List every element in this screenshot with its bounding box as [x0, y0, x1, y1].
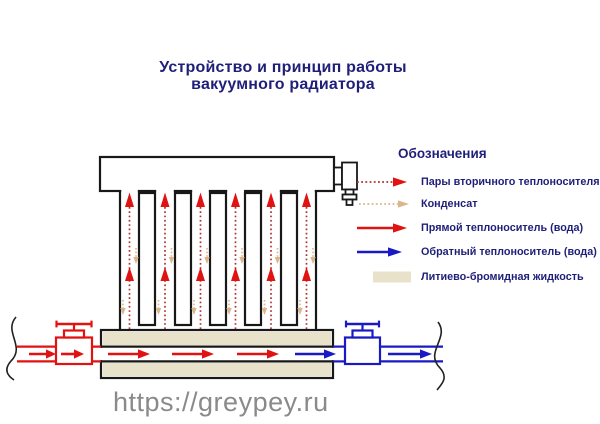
- radiator-fins: [137, 191, 299, 327]
- pipe-break-line-right: [433, 321, 445, 391]
- dotted-red-arrow-icon: [355, 174, 413, 190]
- legend-item-lithium-bromide: Литиево-бромидная жидкость: [355, 269, 584, 285]
- pipe-break-line-left: [6, 316, 17, 381]
- vapor-channel: [155, 192, 175, 329]
- vacuum-fitting: [333, 161, 358, 206]
- legend-item-supply-water: Прямой теплоноситель (вода): [355, 220, 583, 236]
- legend-item-condensate: Конденсат: [355, 196, 478, 212]
- return-valve-assembly: [333, 320, 445, 391]
- page-title: Устройство и принцип работы вакуумного р…: [83, 59, 483, 93]
- dotted-tan-arrow-icon: [355, 196, 413, 212]
- title-line-1: Устройство и принцип работы: [159, 59, 407, 76]
- legend-item-return-water: Обратный теплоноситель (вода): [355, 244, 597, 260]
- title-line-2: вакуумного радиатора: [191, 76, 375, 93]
- vapor-and-condensate-arrows: [120, 192, 316, 329]
- legend-item-label: Обратный теплоноситель (вода): [421, 245, 597, 258]
- legend-item-label: Пары вторичного теплоносителя: [421, 176, 600, 188]
- return-valve-body: [343, 336, 382, 366]
- vapor-channel: [226, 192, 245, 329]
- legend-item-label: Прямой теплоноситель (вода): [421, 222, 584, 234]
- radiator-top-header: [98, 155, 336, 194]
- vapor-channel: [120, 192, 139, 329]
- legend-item-vapor: Пары вторичного теплоносителя: [355, 174, 600, 190]
- legend-heading: Обозначения: [398, 146, 487, 161]
- vapor-channel: [297, 192, 316, 329]
- watermark-url: https://greypey.ru: [113, 387, 329, 417]
- beige-swatch-icon: [355, 269, 413, 285]
- legend-item-label: Литиево-бромидная жидкость: [421, 270, 584, 283]
- radiator-bottom-tank: [98, 328, 336, 380]
- supply-valve-assembly: [6, 316, 101, 381]
- vapor-channel: [191, 192, 210, 329]
- lithium-bromide-liquid-top: [103, 331, 331, 345]
- lithium-bromide-liquid-bottom: [103, 362, 331, 377]
- heat-pipe-flow-arrows: [108, 349, 336, 359]
- legend-item-label: Конденсат: [421, 198, 478, 210]
- solid-blue-arrow-icon: [355, 244, 413, 260]
- vapor-channel: [261, 192, 281, 329]
- solid-red-arrow-icon: [355, 220, 413, 236]
